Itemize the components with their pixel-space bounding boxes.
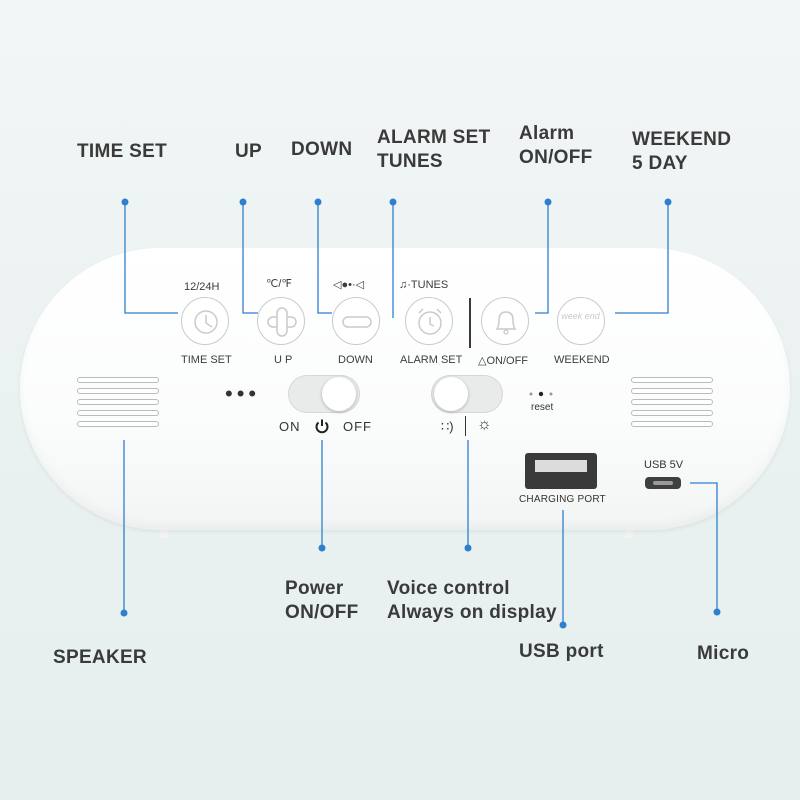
callout-alarm-onoff: Alarm ON/OFF — [519, 122, 593, 170]
power-switch[interactable] — [288, 375, 360, 413]
line-micro — [690, 482, 718, 612]
callout-power: Power ON/OFF — [285, 577, 359, 625]
callout-up: UP — [235, 141, 262, 162]
callout-alarm-set: ALARM SET TUNES — [377, 126, 491, 174]
label-12-24h: 12/24H — [184, 281, 220, 293]
power-off-label: OFF — [343, 419, 372, 434]
callout-power-line1: Power — [285, 578, 344, 599]
dot-alarm-set — [389, 198, 397, 206]
label-time-set: TIME SET — [181, 354, 232, 366]
dot-voice — [464, 544, 472, 552]
weekend-icon: week end — [561, 311, 600, 321]
dot-weekend — [664, 198, 672, 206]
callout-alarm-onoff-line2: ON/OFF — [519, 147, 593, 168]
callout-weekend: WEEKEND 5 DAY — [632, 128, 731, 176]
weekend-button[interactable]: week end — [557, 297, 605, 345]
label-volume: ◁●•·◁ — [333, 279, 365, 291]
reset-hole[interactable] — [523, 389, 559, 399]
line-weekend — [615, 202, 669, 314]
speaker-grille-left — [77, 377, 159, 432]
callout-down: DOWN — [291, 139, 353, 160]
dot-power — [318, 544, 326, 552]
line-up — [242, 202, 258, 314]
charging-port-label: CHARGING PORT — [519, 494, 606, 505]
dot-micro — [713, 608, 721, 616]
voice-divider — [465, 416, 467, 436]
alarm-set-button[interactable] — [405, 297, 453, 345]
time-set-button[interactable] — [181, 297, 229, 345]
down-button[interactable] — [332, 297, 380, 345]
clock-icon — [194, 310, 218, 334]
voice-icon: ∷) — [441, 419, 454, 434]
divider — [469, 298, 471, 348]
callout-voice-line1: Voice control — [387, 578, 510, 599]
plus-icon — [267, 307, 297, 337]
callout-time-set: TIME SET — [77, 141, 168, 162]
power-icon — [315, 419, 329, 434]
callout-usb-port: USB port — [519, 641, 604, 662]
up-button[interactable] — [257, 297, 305, 345]
alarm-onoff-button[interactable] — [481, 297, 529, 345]
dot-usb — [559, 621, 567, 629]
line-alarm-onoff — [535, 202, 549, 314]
bell-icon — [495, 311, 517, 335]
micro-usb-port[interactable] — [645, 477, 681, 489]
dot-up — [239, 198, 247, 206]
sun-icon: ☼ — [477, 416, 492, 433]
reset-label: reset — [531, 402, 554, 413]
led-dots: ••• — [225, 381, 261, 406]
alarm-clock-icon — [418, 308, 442, 335]
callout-alarm-set-line1: ALARM SET — [377, 127, 491, 148]
callout-voice-line2: Always on display — [387, 602, 557, 623]
micro-usb-inner — [653, 481, 673, 485]
power-switch-knob[interactable] — [322, 377, 356, 411]
label-alarm-set: ALARM SET — [400, 354, 463, 366]
callout-weekend-line1: WEEKEND — [632, 129, 732, 150]
dot-speaker — [120, 609, 128, 617]
speaker-grille-right — [631, 377, 713, 432]
usb-port-tongue — [535, 460, 587, 472]
label-up: U P — [274, 354, 293, 366]
label-down: DOWN — [338, 354, 373, 366]
callout-micro: Micro — [697, 643, 750, 664]
dot-time-set — [121, 198, 129, 206]
label-tunes: ♫·TUNES — [399, 279, 449, 291]
dot-down — [314, 198, 322, 206]
callout-alarm-set-line2: TUNES — [377, 151, 443, 172]
callout-voice: Voice control Always on display — [387, 577, 557, 625]
callout-speaker: SPEAKER — [53, 647, 147, 668]
minus-icon — [342, 316, 372, 328]
callout-alarm-onoff-line1: Alarm — [519, 123, 575, 144]
usb-charging-port[interactable] — [525, 453, 597, 489]
usb-5v-label: USB 5V — [644, 459, 684, 471]
callout-power-line2: ON/OFF — [285, 602, 359, 623]
line-time-set — [124, 202, 178, 314]
voice-display-switch[interactable] — [431, 375, 503, 413]
label-celsius-fahrenheit: ℃/℉ — [266, 278, 292, 290]
voice-switch-knob[interactable] — [434, 377, 468, 411]
callout-weekend-line2: 5 DAY — [632, 153, 688, 174]
label-weekend: WEEKEND — [554, 354, 610, 366]
line-down — [317, 202, 332, 314]
label-alarm-onoff: △ON/OFF — [478, 355, 529, 367]
dot-alarm-onoff — [544, 198, 552, 206]
power-on-label: ON — [279, 419, 301, 434]
